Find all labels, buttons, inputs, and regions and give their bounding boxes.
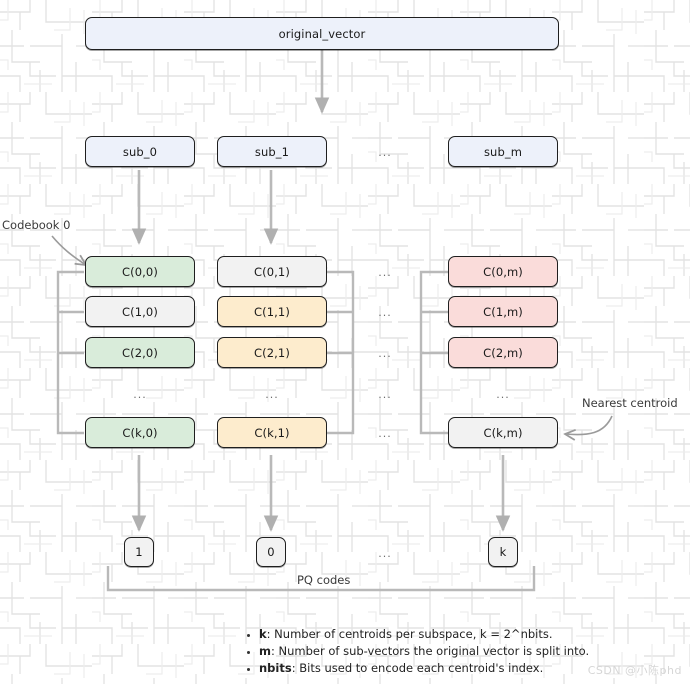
codebook-1-cell-k[interactable]: C(k,1) bbox=[217, 417, 327, 448]
codebook-1-cell-0[interactable]: C(0,1) bbox=[217, 256, 327, 287]
subvector-box-sub-m[interactable]: sub_m bbox=[448, 136, 558, 167]
nearest-centroid-annotation-label: Nearest centroid bbox=[582, 396, 678, 410]
legend-item-m: m: Number of sub-vectors the original ve… bbox=[259, 643, 665, 660]
legend-term-k: k bbox=[259, 627, 267, 641]
codebook-gap-ellipsis-2: ... bbox=[378, 347, 392, 360]
pq-codes-ellipsis: ... bbox=[378, 547, 392, 560]
codebook-1-cell-1[interactable]: C(1,1) bbox=[217, 296, 327, 327]
original-vector-box[interactable]: original_vector bbox=[85, 17, 559, 50]
codebook-m-cell-2[interactable]: C(2,m) bbox=[448, 337, 558, 368]
codebook-m-cell-1[interactable]: C(1,m) bbox=[448, 296, 558, 327]
pq-code-box-0[interactable]: 1 bbox=[124, 537, 154, 567]
codebook-0-ellipsis: ... bbox=[133, 388, 147, 401]
legend-text-m: : Number of sub-vectors the original vec… bbox=[270, 644, 590, 658]
codebook-1-ellipsis: ... bbox=[265, 388, 279, 401]
codebook-gap-ellipsis-3: ... bbox=[378, 388, 392, 401]
codebook-gap-ellipsis-0: ... bbox=[378, 266, 392, 279]
codebook-m-cell-0[interactable]: C(0,m) bbox=[448, 256, 558, 287]
codebook-m-cell-k[interactable]: C(k,m) bbox=[448, 417, 558, 448]
subvector-box-sub-0[interactable]: sub_0 bbox=[85, 136, 195, 167]
legend-term-nbits: nbits bbox=[259, 661, 292, 675]
csdn-watermark: CSDN @小陈phd bbox=[587, 664, 682, 677]
codebook-0-cell-2[interactable]: C(2,0) bbox=[85, 337, 195, 368]
codebook-1-cell-2[interactable]: C(2,1) bbox=[217, 337, 327, 368]
subvector-box-sub-1[interactable]: sub_1 bbox=[217, 136, 327, 167]
codebook-gap-ellipsis-4: ... bbox=[378, 427, 392, 440]
legend-term-m: m bbox=[259, 644, 271, 658]
pq-code-box-1[interactable]: 0 bbox=[256, 537, 286, 567]
legend-text-k: : Number of centroids per subspace, k = … bbox=[266, 627, 553, 641]
codebook-0-annotation-label: Codebook 0 bbox=[2, 218, 71, 232]
codebook-0-cell-k[interactable]: C(k,0) bbox=[85, 417, 195, 448]
legend-text-nbits: : Bits used to encode each centroid's in… bbox=[291, 661, 544, 675]
codebook-0-cell-0[interactable]: C(0,0) bbox=[85, 256, 195, 287]
legend-item-k: k: Number of centroids per subspace, k =… bbox=[259, 626, 665, 643]
codebook-0-cell-1[interactable]: C(1,0) bbox=[85, 296, 195, 327]
subvector-ellipsis: ... bbox=[378, 146, 392, 159]
codebook-gap-ellipsis-1: ... bbox=[378, 306, 392, 319]
pq-code-box-k[interactable]: k bbox=[488, 537, 518, 567]
codebook-m-ellipsis: ... bbox=[496, 388, 510, 401]
pq-codes-label: PQ codes bbox=[297, 573, 351, 587]
